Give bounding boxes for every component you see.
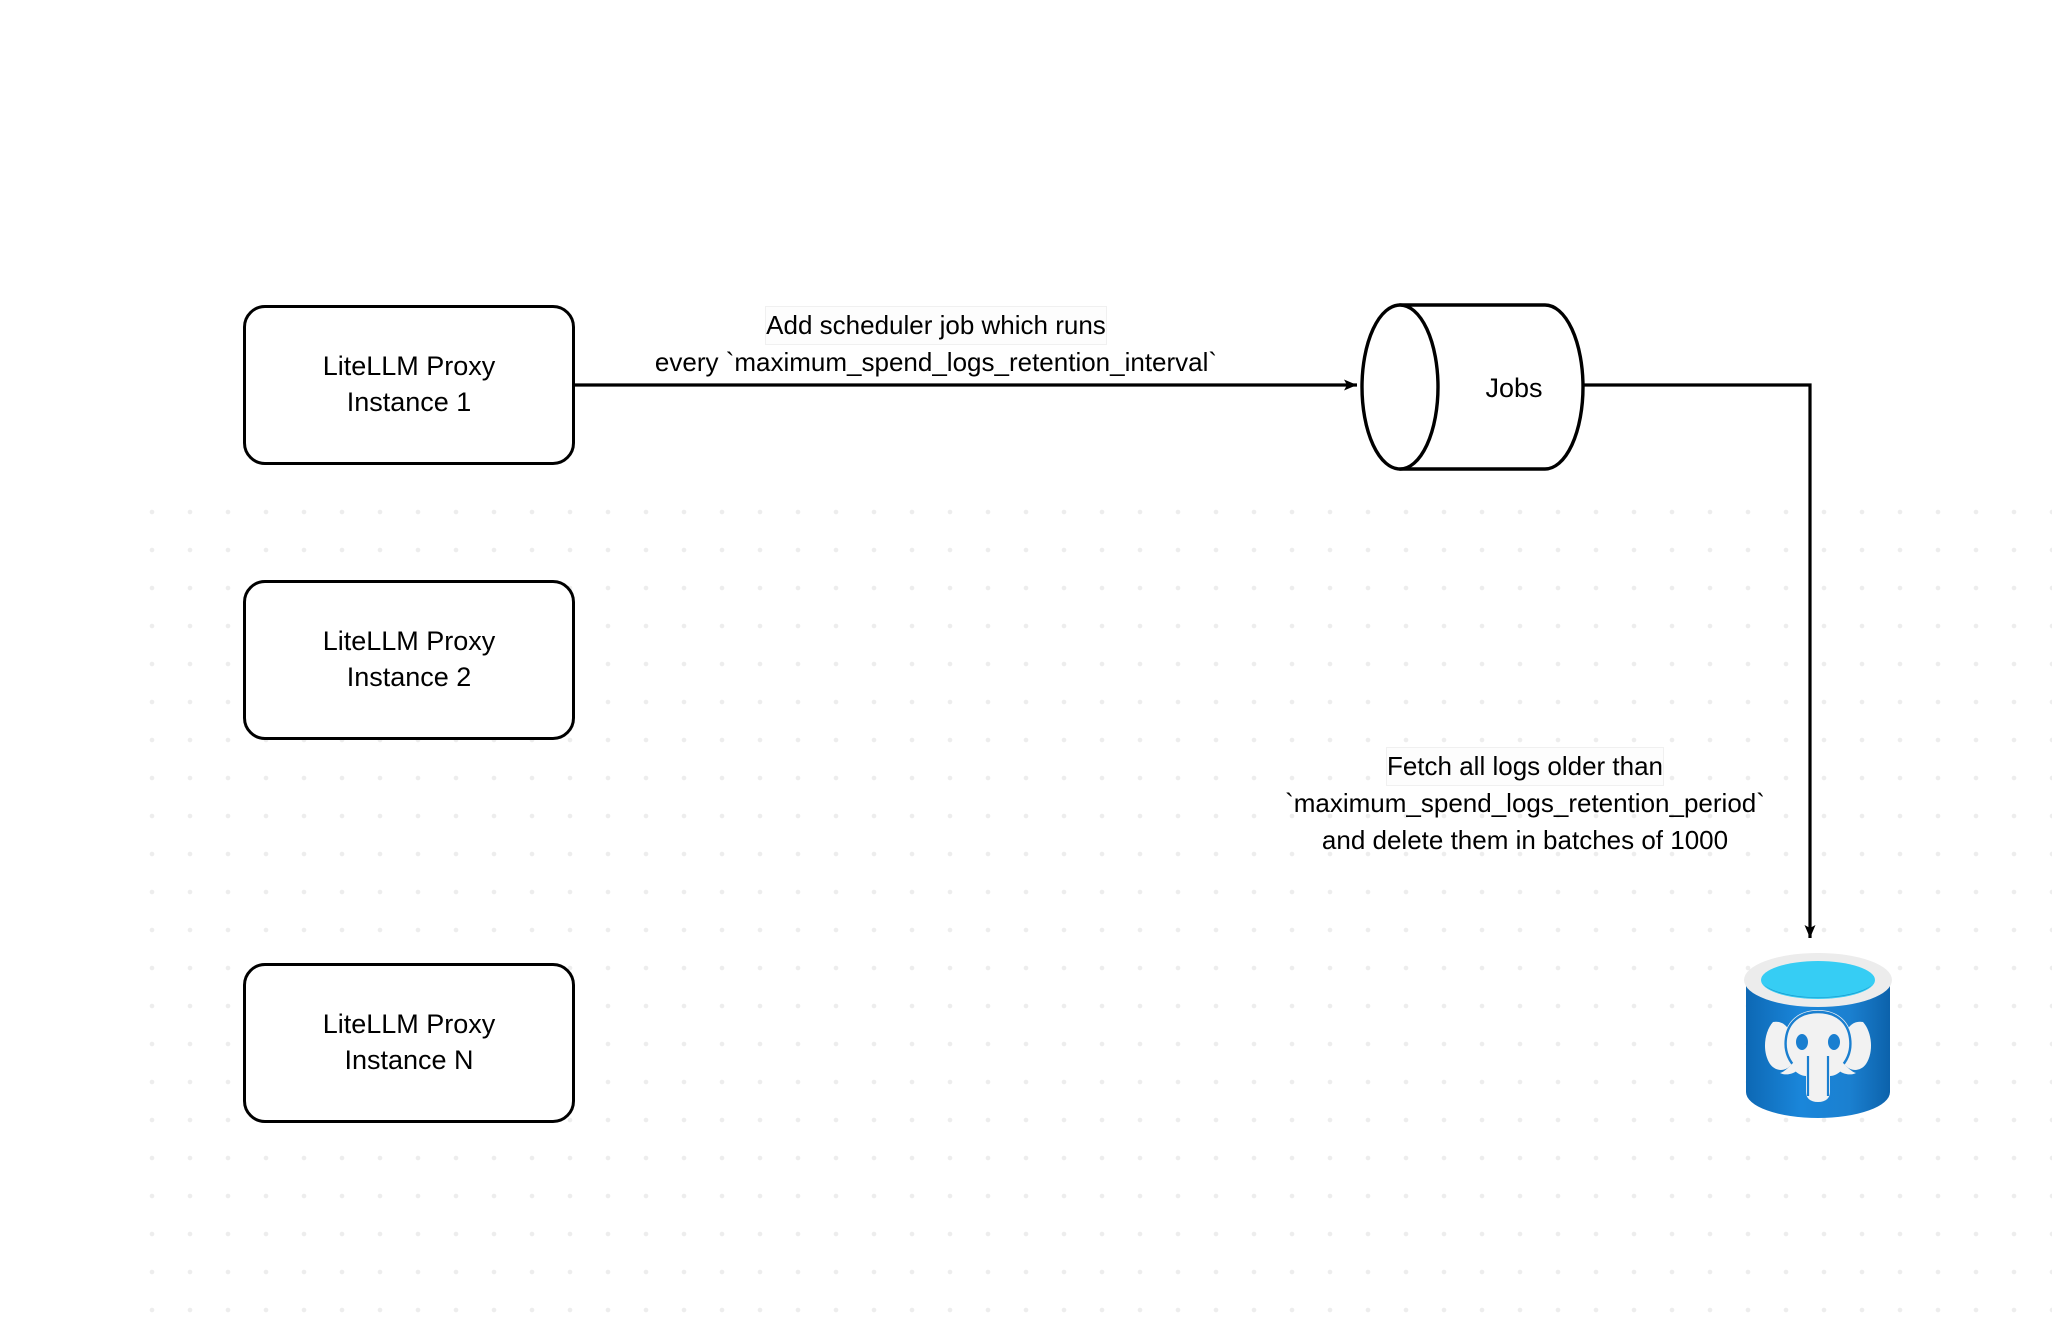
node-jobs-label: Jobs bbox=[1485, 372, 1543, 403]
node-proxy-3-line2: Instance N bbox=[344, 1045, 474, 1075]
jobs-cylinder-cap bbox=[1360, 303, 1440, 471]
edge-fetch bbox=[1583, 383, 1816, 938]
node-jobs[interactable]: Jobs bbox=[1363, 303, 1583, 473]
edge-label-scheduler-line1: Add scheduler job which runs bbox=[766, 307, 1106, 344]
edge-label-scheduler-line2: every `maximum_spend_logs_retention_inte… bbox=[654, 346, 1218, 377]
node-proxy-1-line2: Instance 1 bbox=[346, 387, 472, 417]
jobs-cylinder-body bbox=[1398, 303, 1585, 471]
edge-label-fetch-line1: Fetch all logs older than bbox=[1386, 748, 1664, 785]
node-proxy-2-line1: LiteLLM Proxy bbox=[322, 626, 496, 657]
edge-fetch-line bbox=[1583, 383, 1816, 938]
node-proxy-2-line2: Instance 2 bbox=[346, 662, 472, 692]
node-proxy-1-line1: LiteLLM Proxy bbox=[322, 351, 496, 382]
postgresql-database-icon bbox=[1744, 953, 1892, 1118]
edge-label-fetch-line3: and delete them in batches of 1000 bbox=[1321, 824, 1729, 855]
node-proxy-3-line1: LiteLLM Proxy bbox=[322, 1009, 496, 1040]
pg-elephant bbox=[1764, 1010, 1872, 1102]
jobs-cylinder-shape bbox=[1360, 303, 1585, 471]
node-litellm-proxy-instance-n[interactable]: LiteLLM Proxy Instance N bbox=[243, 963, 575, 1123]
edge-label-scheduler: Add scheduler job which runs every `maxi… bbox=[586, 307, 1286, 381]
pg-top-surface bbox=[1761, 961, 1875, 999]
edge-label-fetch: Fetch all logs older than `maximum_spend… bbox=[1240, 748, 1810, 859]
node-litellm-proxy-instance-2[interactable]: LiteLLM Proxy Instance 2 bbox=[243, 580, 575, 740]
node-litellm-proxy-instance-1[interactable]: LiteLLM Proxy Instance 1 bbox=[243, 305, 575, 465]
edge-label-fetch-line2: `maximum_spend_logs_retention_period` bbox=[1285, 787, 1765, 818]
